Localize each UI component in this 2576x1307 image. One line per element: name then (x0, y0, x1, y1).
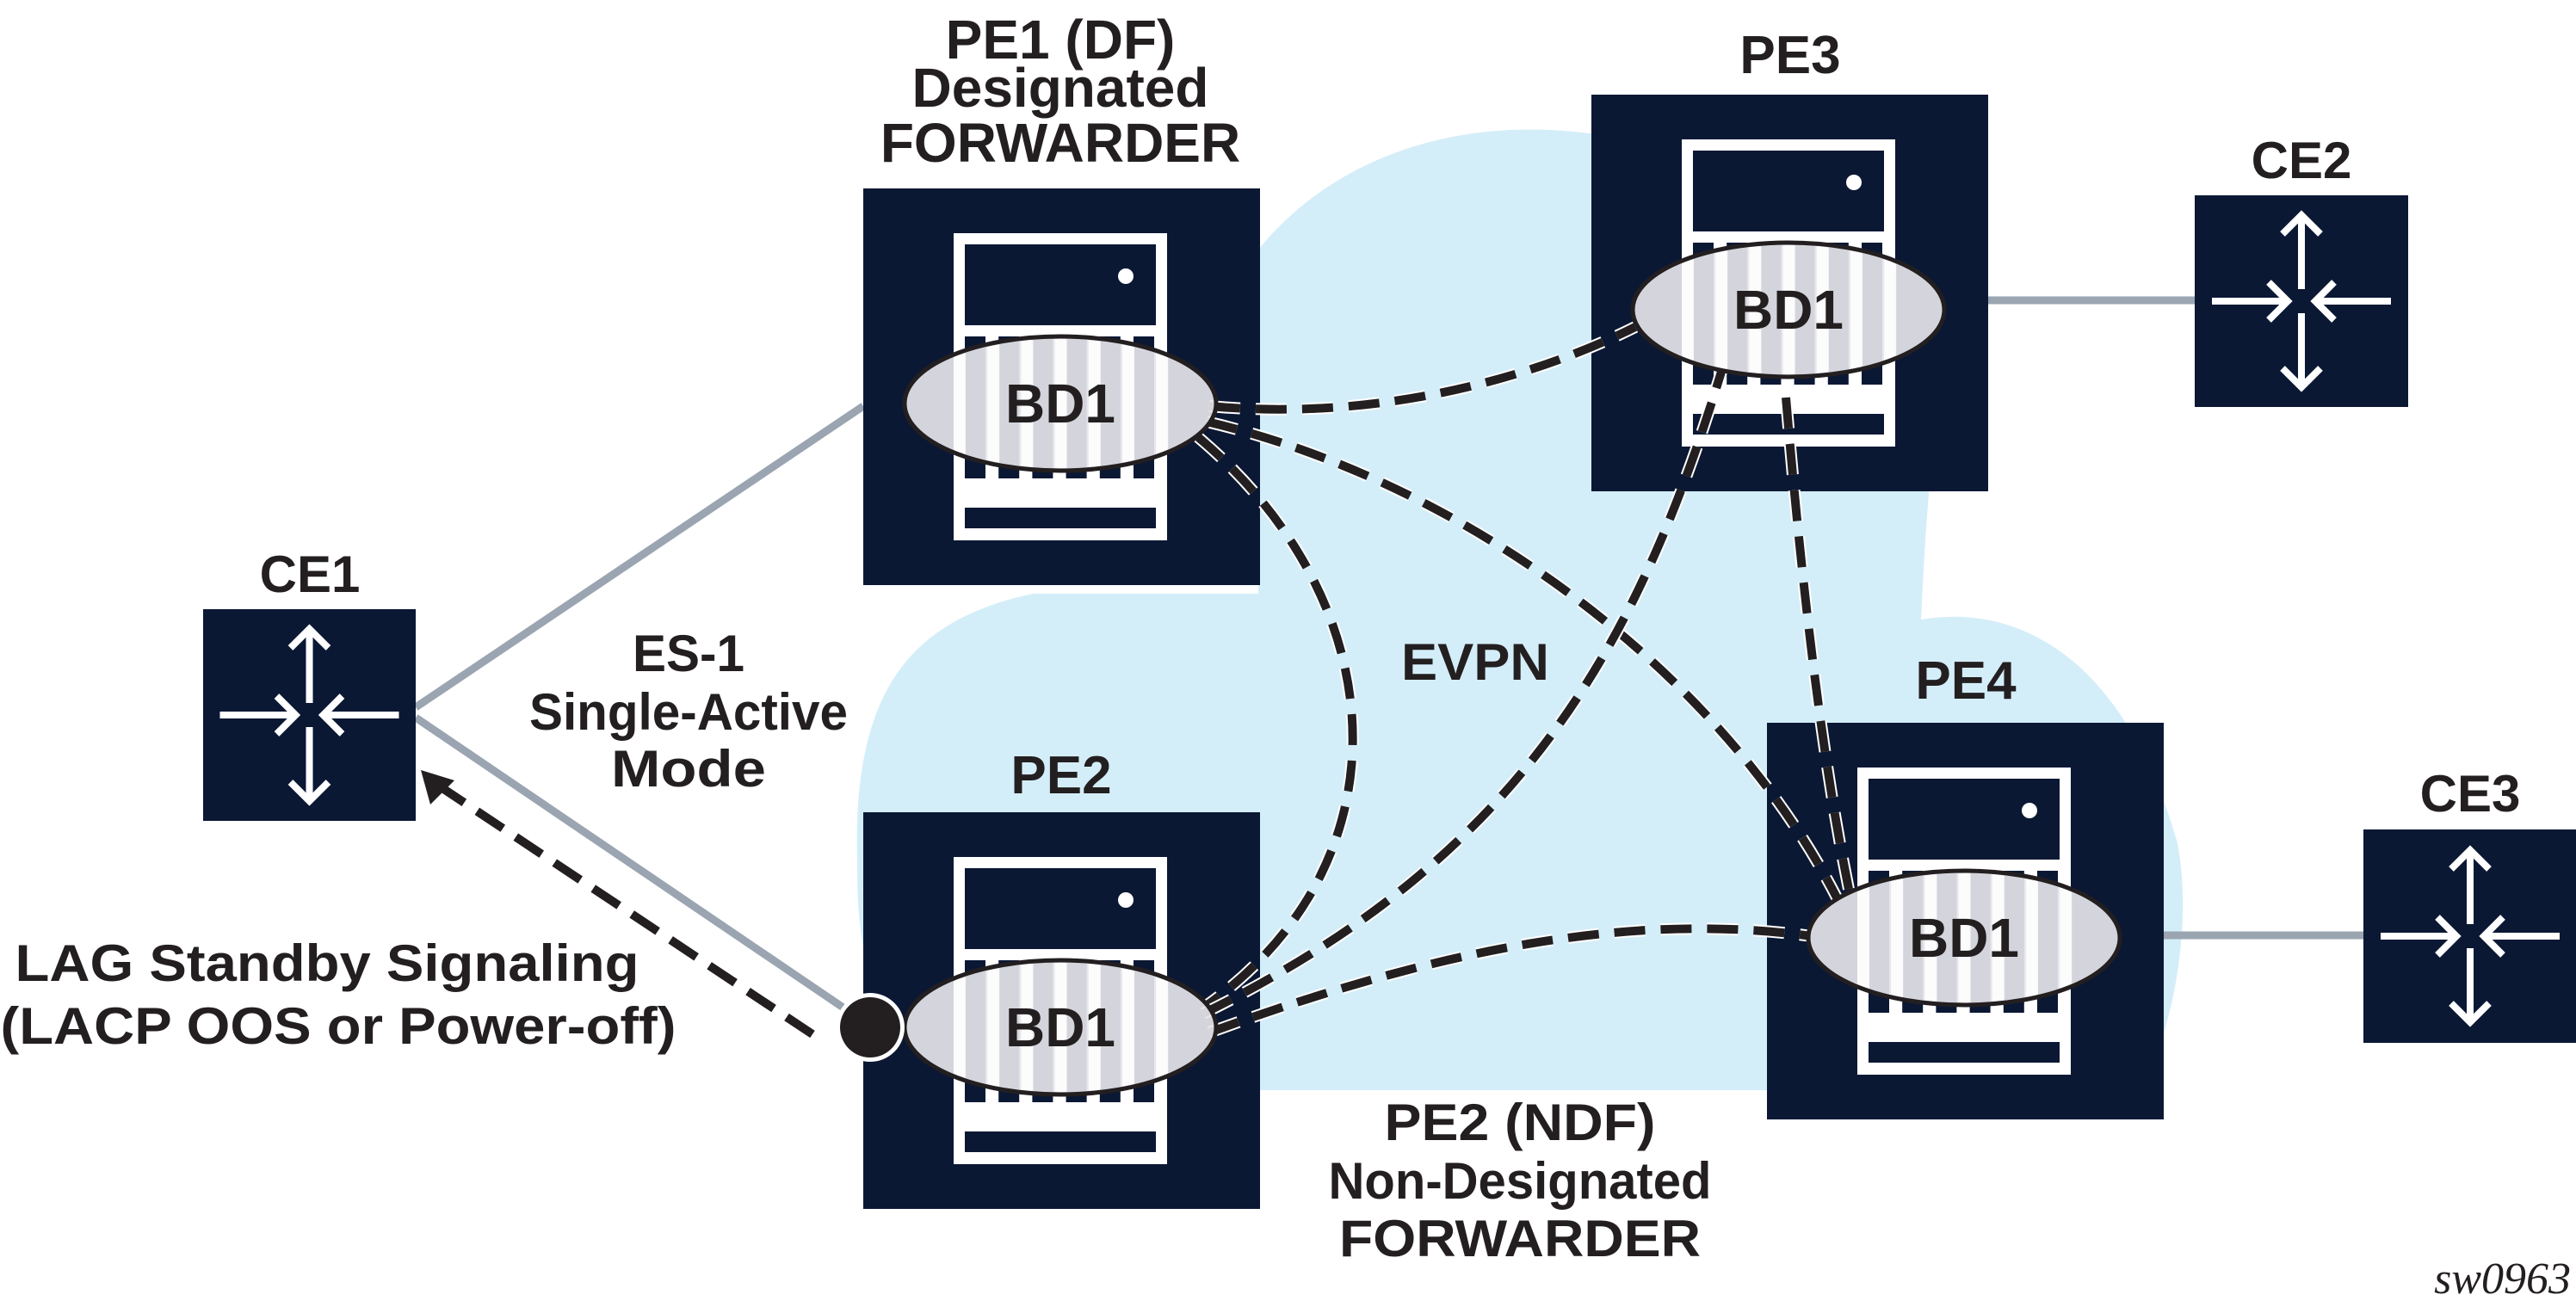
pe4-label: PE4 (1915, 651, 2017, 711)
pe3-bd-domain[interactable]: BD1 (1630, 240, 1947, 379)
lag-label-line2: (LACP OOS or Power-off) (1, 997, 676, 1055)
lag-label-line1: LAG Standby Signaling (15, 934, 639, 992)
bd-label: BD1 (1733, 279, 1844, 341)
evpn-links (1194, 321, 1856, 1039)
pe1-bd-domain[interactable]: BD1 (902, 334, 1219, 473)
evpn-label: EVPN (1401, 633, 1549, 691)
pe2-label: PE2 (1010, 746, 1111, 805)
evpn-link-pe1-pe3 (1208, 321, 1639, 416)
es-port-dot-inner (840, 997, 900, 1057)
evpn-link-pe1-pe2 (1194, 432, 1359, 1012)
bd-label: BD1 (1005, 373, 1115, 435)
es-label-line2: Single-Active (529, 683, 848, 741)
es-label-line3: Mode (611, 740, 766, 798)
bd-label: BD1 (1005, 996, 1115, 1058)
evpn-link-pe3-pe4 (1780, 397, 1856, 899)
pe3-label: PE3 (1739, 26, 1840, 85)
ce3-label: CE3 (2420, 765, 2521, 823)
lag-signaling-arrow (421, 770, 816, 1039)
switch-arrows-icon (2381, 845, 2560, 1027)
evpn-link-pe1-pe4 (1205, 416, 1844, 903)
switch-arrows-icon (219, 624, 399, 806)
pe1-label-line2: Designated (912, 57, 1209, 119)
es-label-line1: ES-1 (633, 625, 744, 682)
ce2-switch[interactable] (2195, 195, 2408, 407)
bd-stripes (1857, 873, 2073, 1002)
ndf-label-line2: Non-Designated (1329, 1152, 1712, 1210)
pe1-label-line3: FORWARDER (880, 112, 1240, 174)
link-ce1-pe2 (413, 714, 855, 1017)
ce1-label: CE1 (260, 546, 361, 603)
link-ce1-pe1 (413, 403, 866, 711)
arrowhead-icon (421, 770, 454, 805)
evpn-link-pe2-pe4 (1207, 922, 1813, 1039)
ndf-label-line1: PE2 (NDF) (1385, 1094, 1656, 1151)
bd-stripes (954, 963, 1169, 1092)
evpn-link-pe2-pe3 (1200, 369, 1727, 1020)
labels: PE1 (DF) Designated FORWARDER PE3 PE2 PE… (1, 9, 2572, 1304)
pe2-bd-domain[interactable]: BD1 (902, 958, 1219, 1097)
bd-stripes (954, 339, 1169, 468)
access-links (413, 296, 2363, 1017)
pe1-label-line1: PE1 (DF) (946, 9, 1176, 71)
bd-stripes (1682, 245, 1897, 374)
ce3-switch[interactable] (2363, 829, 2576, 1043)
bd-label: BD1 (1909, 907, 2019, 969)
figure-id: sw0963 (2434, 1255, 2571, 1304)
switch-arrows-icon (2212, 210, 2391, 392)
ce1-switch[interactable] (203, 609, 416, 821)
ndf-label-line3: FORWARDER (1339, 1210, 1701, 1267)
ce2-label: CE2 (2252, 132, 2352, 189)
pe4-bd-domain[interactable]: BD1 (1806, 868, 2122, 1008)
